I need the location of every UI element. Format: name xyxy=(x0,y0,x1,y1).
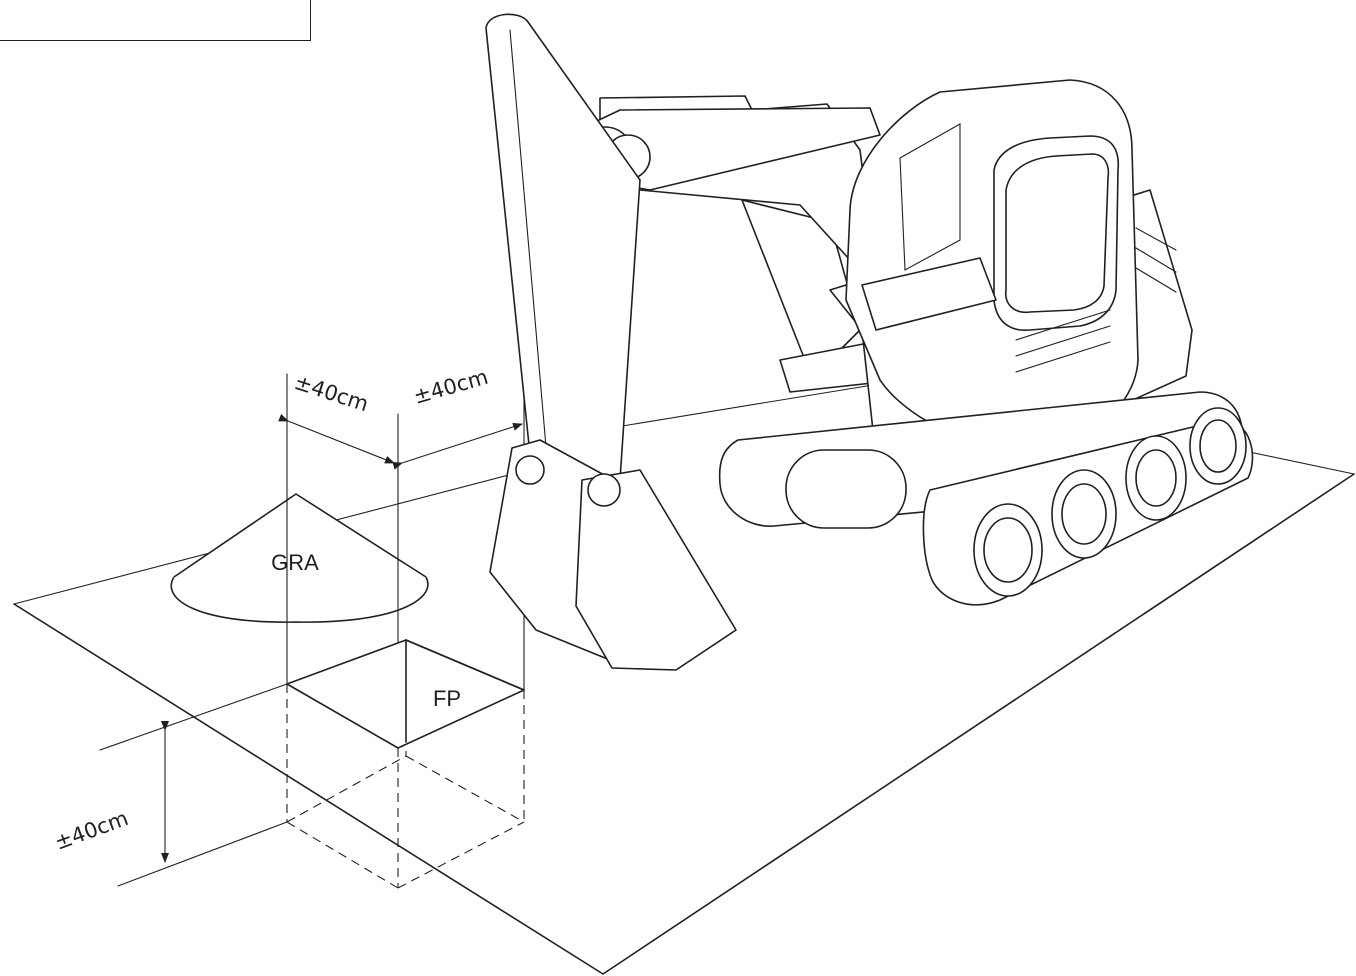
track-rollers xyxy=(973,407,1247,597)
width-dimension xyxy=(278,413,523,470)
excavator xyxy=(485,13,1254,671)
gra-cone xyxy=(170,493,429,623)
depth-dimension xyxy=(99,683,288,887)
dim-vertical-label: ±40cm xyxy=(52,806,132,855)
dim-top-right-label: ±40cm xyxy=(411,365,491,409)
fp-box xyxy=(286,639,525,749)
gra-label: GRA xyxy=(271,550,319,575)
dimension-guides xyxy=(286,373,525,889)
dim-top-left-label: ±40cm xyxy=(291,370,371,416)
caption-box xyxy=(0,0,311,41)
fp-label: FP xyxy=(433,686,461,711)
